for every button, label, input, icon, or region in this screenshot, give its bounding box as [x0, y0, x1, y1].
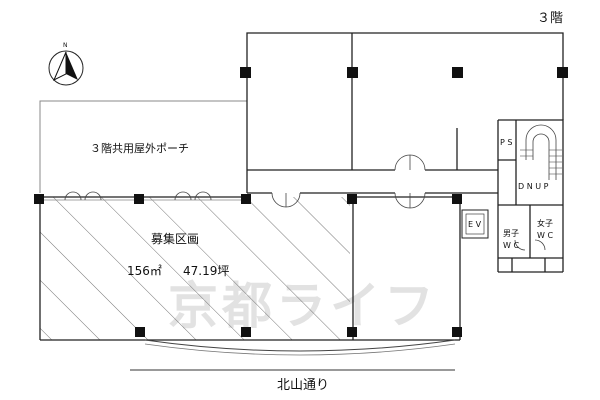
columns: [34, 67, 568, 337]
unit-area-sqm: 156㎡: [127, 264, 162, 278]
north-arrow-icon: N: [48, 42, 84, 86]
north-label: N: [63, 42, 68, 49]
elevator: E V: [461, 209, 489, 239]
stairs: D N U P: [518, 124, 562, 191]
walls: [39, 32, 564, 341]
womens-wc-label-top: 女子: [537, 218, 553, 228]
unit-area-tsubo: 47.19坪: [183, 264, 229, 278]
womens-wc-label-bottom: W C: [537, 231, 553, 240]
unit-title: 募集区画: [151, 231, 199, 246]
doors: [64, 154, 546, 251]
recruit-unit: [40, 197, 350, 340]
stairs-label: D N U P: [518, 182, 549, 191]
mens-wc-label-bottom: W C: [503, 241, 519, 250]
ps-label: P S: [500, 138, 512, 147]
street-label: 北山通り: [277, 378, 329, 393]
outdoor-porch: ３階共用屋外ポーチ: [39, 100, 247, 193]
ev-label: E V: [468, 220, 482, 229]
mens-wc-label-top: 男子: [503, 229, 519, 238]
storefront-curve: [144, 339, 456, 352]
porch-label: ３階共用屋外ポーチ: [90, 141, 189, 155]
floor-label: ３階: [537, 11, 563, 26]
